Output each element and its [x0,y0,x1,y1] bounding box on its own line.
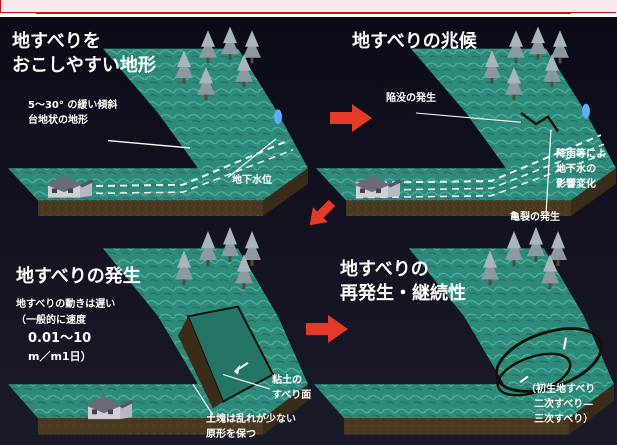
panel-2: 地すべりの兆候 陥没の発生 降雨等によ 地下水の 影響変化 亀裂の発生 [316,26,616,223]
panel-2-title-line-1: 地すべりの兆候 [352,30,478,52]
panel-4-terrain [314,248,614,435]
panel-4-title-line-1: 地すべりの [340,258,429,280]
panel-3-label-soil-1: 土塊は乱れが少ない [206,412,296,425]
panel-3-terrain [8,248,308,435]
panel-4-label-note-1: （初生地すべり [526,382,595,395]
panel-1-terrain [8,48,308,217]
panel-3-label-speed-4: m／m1日） [28,350,92,363]
panel-2-label-rain-1: 降雨等によ [556,147,606,160]
top-border-underline [36,13,571,14]
panel-3-label-speed-1: 地すべりの動きは遅い [16,297,115,310]
panel-1-label-groundwater: 地下水位 [232,173,272,186]
landslide-diagram: 地すべりを おこしやすい地形 5～30° の緩い傾斜 台地状の地形 地下水位 [0,17,617,445]
panel-4-title-line-2: 再発生・継続性 [340,282,466,304]
panel-2-label-rain-3: 影響変化 [556,177,596,190]
panel-3-label-clay-1: 粘土の [272,373,302,386]
panel-4: 地すべりの 再発生・継続性 （初生地すべり 二次すべり— 三次すべり） [314,227,614,435]
panel-3: 地すべりの発生 地すべりの動きは遅い （一般的に速度 0.01～10 m／m1日… [8,227,311,440]
top-border-line [0,0,616,13]
panel-1-title-line-1: 地すべりを [12,30,101,52]
panel-1-label-slope-1: 5～30° の緩い傾斜 [28,98,117,111]
panel-1-title-line-2: おこしやすい地形 [12,54,156,76]
panel-2-label-crack: 亀裂の発生 [510,210,560,223]
panel-1-label-slope-2: 台地状の地形 [28,113,88,126]
panel-3-label-speed-3: 0.01～10 [28,331,91,346]
panel-4-label-note-3: 三次すべり） [534,412,593,425]
panel-3-title-line-1: 地すべりの発生 [16,265,141,287]
panel-2-label-rain-2: 地下水の [556,162,596,175]
panel-1: 地すべりを おこしやすい地形 5～30° の緩い傾斜 台地状の地形 地下水位 [8,26,308,217]
panel-3-label-clay-2: すべり面 [272,389,311,401]
top-border-band [0,0,617,14]
panel-4-label-note-2: 二次すべり— [534,397,593,410]
panel-2-label-subsidence: 陥没の発生 [386,91,436,104]
panel-3-label-speed-2: （一般的に速度 [16,313,87,326]
panel-3-label-soil-2: 原形を保つ [206,427,256,440]
